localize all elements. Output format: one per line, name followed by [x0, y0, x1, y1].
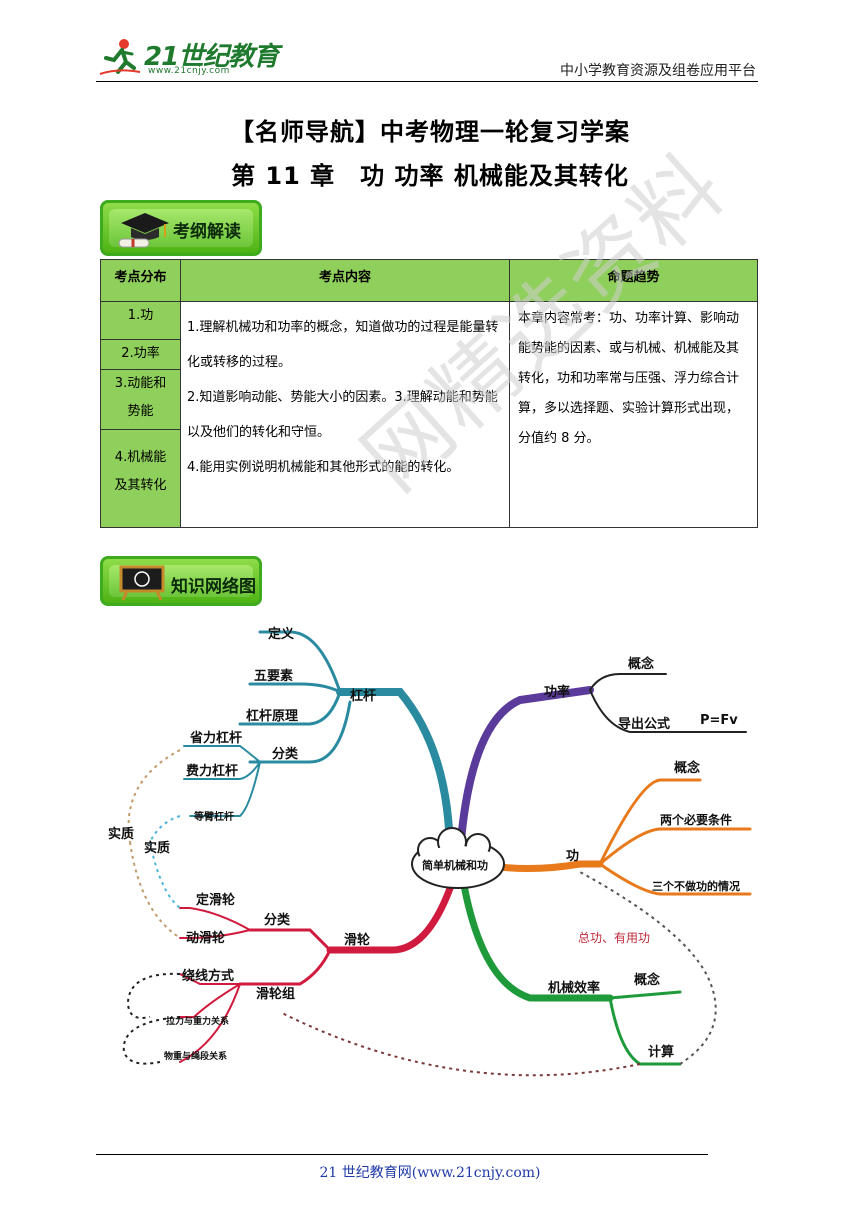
mm-pg-item: 绕线方式 [182, 968, 234, 984]
mm-pg-item: 物重与绳段关系 [164, 1050, 227, 1062]
mm-center: 简单机械和功 [422, 858, 488, 872]
runner-logo-icon [99, 39, 141, 75]
footer-link[interactable]: 21 世纪教育网(www.21cnjy.com) [319, 1165, 541, 1181]
doc-title: 【名师导航】中考物理一轮复习学案 [230, 118, 630, 146]
mm-total-useful: 总功、有用功 [578, 931, 650, 945]
mm-work-item: 两个必要条件 [660, 812, 732, 827]
header-points: 考点分布 [100, 259, 181, 302]
mm-eff-item: 计算 [648, 1044, 674, 1060]
mm-pulley: 滑轮 [344, 932, 370, 948]
point-cell: 2.功率 [100, 339, 181, 370]
mm-essence: 实质 [108, 826, 134, 842]
mm-lever-type: 等臂杠杆 [194, 810, 234, 823]
syllabus-badge: 考纲解读 [100, 200, 262, 256]
mm-pulley-group: 滑轮组 [256, 986, 295, 1002]
header-content: 考点内容 [180, 259, 510, 302]
mm-power-formula: P=Fv [700, 713, 738, 728]
mm-lever-item: 五要素 [254, 668, 293, 684]
site-logo[interactable]: 21世纪教育 www.21cnjy.com [98, 36, 288, 80]
mm-eff-item: 概念 [634, 972, 660, 988]
syllabus-badge-label: 考纲解读 [173, 222, 241, 242]
content-line: 2.知道影响动能、势能大小的因素。3.理解动能和势能以及他们的转化和守恒。 [187, 390, 498, 440]
header-divider [96, 81, 758, 82]
mm-work: 功 [566, 849, 579, 864]
header-trend: 命题趋势 [509, 259, 758, 302]
mm-pulley-type: 动滑轮 [186, 930, 225, 946]
graduation-cap-icon [118, 213, 169, 248]
knowledge-map-badge: 知识网络图 [100, 556, 262, 606]
table-row: 4.机械能及其转化 [100, 429, 758, 528]
table-row: 1.功 1.理解机械功和功率的概念，知道做功的过程是能量转化或转移的过程。 2.… [100, 301, 758, 528]
mm-lever: 杠杆 [350, 688, 376, 704]
mm-lever-type: 省力杠杆 [189, 730, 242, 746]
mm-pulley-type: 定滑轮 [195, 892, 235, 908]
knowledge-map-label: 知识网络图 [171, 577, 256, 597]
mm-lever-item: 杠杆原理 [246, 708, 298, 724]
table-header-row: 考点分布 考点内容 命题趋势 [100, 259, 758, 302]
syllabus-table: 考点分布 考点内容 命题趋势 1.功 1.理解机械功和功率的概念，知道做功的过程… [100, 259, 758, 528]
mm-work-item: 概念 [674, 760, 700, 776]
content-line: 1.理解机械功和功率的概念，知道做功的过程是能量转化或转移的过程。 [187, 320, 499, 370]
point-cell: 3.动能和势能 [100, 369, 181, 430]
content-line: 4.能用实例说明机械能和其他形式的能的转化。 [187, 460, 460, 475]
mm-power-item: 概念 [628, 656, 654, 672]
mm-essence: 实质 [144, 840, 170, 856]
trend-cell: 本章内容常考：功、功率计算、影响动能势能的因素、或与机械、机械能及其转化，功和功… [509, 301, 758, 528]
point-cell: 1.功 [100, 301, 181, 340]
knowledge-mind-map: 简单机械和功 杠杆 定义 五要素 杠杆原理 分类 省力杠杆 费力杠杆 等臂杠杆 … [108, 626, 752, 1077]
table-row: 3.动能和势能 [100, 369, 758, 430]
header-tagline: 中小学教育资源及组卷应用平台 [560, 63, 756, 79]
mm-lever-item: 定义 [267, 626, 295, 642]
mm-lever-class: 分类 [272, 746, 299, 762]
table-row: 2.功率 [100, 339, 758, 370]
mm-work-item: 三个不做功的情况 [652, 879, 740, 893]
center-cloud [411, 827, 505, 889]
footer-divider [96, 1154, 708, 1155]
mm-efficiency: 机械效率 [548, 980, 600, 996]
chapter-title: 第 11 章 功 功率 机械能及其转化 [231, 162, 629, 190]
mm-pg-item: 拉力与重力关系 [166, 1015, 229, 1027]
brand-url: www.21cnjy.com [148, 66, 230, 76]
mm-lever-type: 费力杠杆 [186, 763, 238, 779]
blackboard-icon [119, 565, 165, 601]
point-cell: 4.机械能及其转化 [100, 429, 181, 528]
mm-power: 功率 [544, 684, 570, 700]
mm-power-item: 导出公式 [618, 716, 670, 732]
content-cell: 1.理解机械功和功率的概念，知道做功的过程是能量转化或转移的过程。 2.知道影响… [180, 301, 510, 528]
brand-name: 21世纪教育 [144, 42, 279, 72]
mm-pulley-class: 分类 [264, 912, 291, 928]
